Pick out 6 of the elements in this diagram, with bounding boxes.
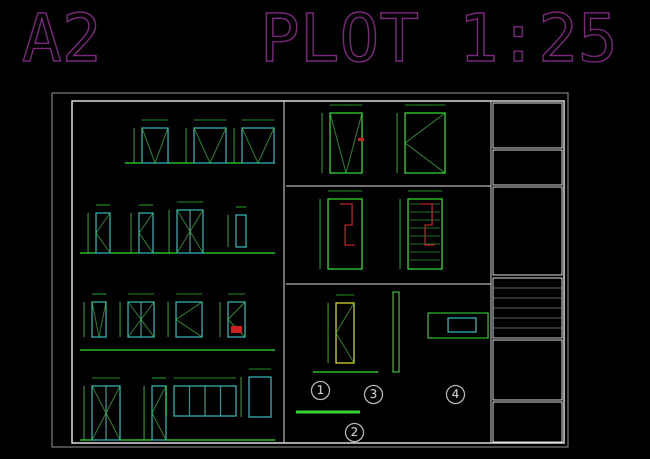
detail-number: 3 xyxy=(364,385,383,404)
sheet-size-label: A2 xyxy=(22,6,102,72)
detail-number: 2 xyxy=(345,423,364,442)
detail-number: 4 xyxy=(446,385,465,404)
plot-scale-label: PLOT 1:25 xyxy=(260,6,618,72)
detail-number: 1 xyxy=(311,381,330,400)
